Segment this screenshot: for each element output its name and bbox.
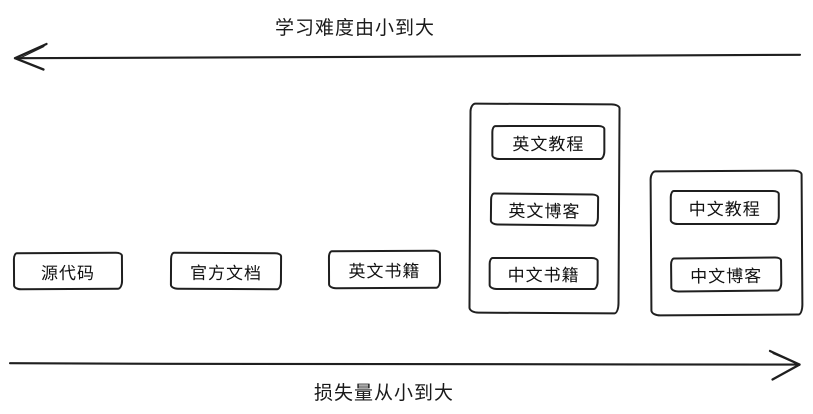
box-chinese-books: 中文书籍 [488, 256, 599, 291]
box-source-code: 源代码 [12, 251, 124, 291]
box-chinese-blogs: 中文博客 [670, 256, 783, 293]
box-english-blogs: 英文博客 [489, 192, 600, 227]
box-official-docs-label: 官方文档 [189, 263, 263, 283]
box-source-code-label: 源代码 [40, 263, 96, 283]
box-chinese-blogs-label: 中文博客 [690, 266, 763, 287]
top-axis-label: 学习难度由小到大 [274, 18, 435, 39]
box-english-tutorials: 英文教程 [491, 124, 606, 161]
box-official-docs: 官方文档 [169, 251, 283, 291]
box-english-books: 英文书籍 [327, 249, 442, 290]
box-english-tutorials-label: 英文教程 [512, 134, 585, 155]
group-mid-difficulty: 英文教程 英文博客 中文书籍 [468, 102, 621, 315]
box-chinese-tutorials-label: 中文教程 [688, 199, 761, 220]
box-english-blogs-label: 英文博客 [508, 201, 581, 222]
box-chinese-books-label: 中文书籍 [507, 265, 580, 286]
loss-right-arrow [8, 349, 801, 381]
difficulty-left-arrow [13, 42, 802, 71]
group-low-difficulty: 中文教程 中文博客 [649, 169, 804, 317]
bottom-axis-label: 损失量从小到大 [313, 383, 454, 404]
box-english-books-label: 英文书籍 [348, 261, 421, 282]
box-chinese-tutorials: 中文教程 [669, 189, 780, 226]
